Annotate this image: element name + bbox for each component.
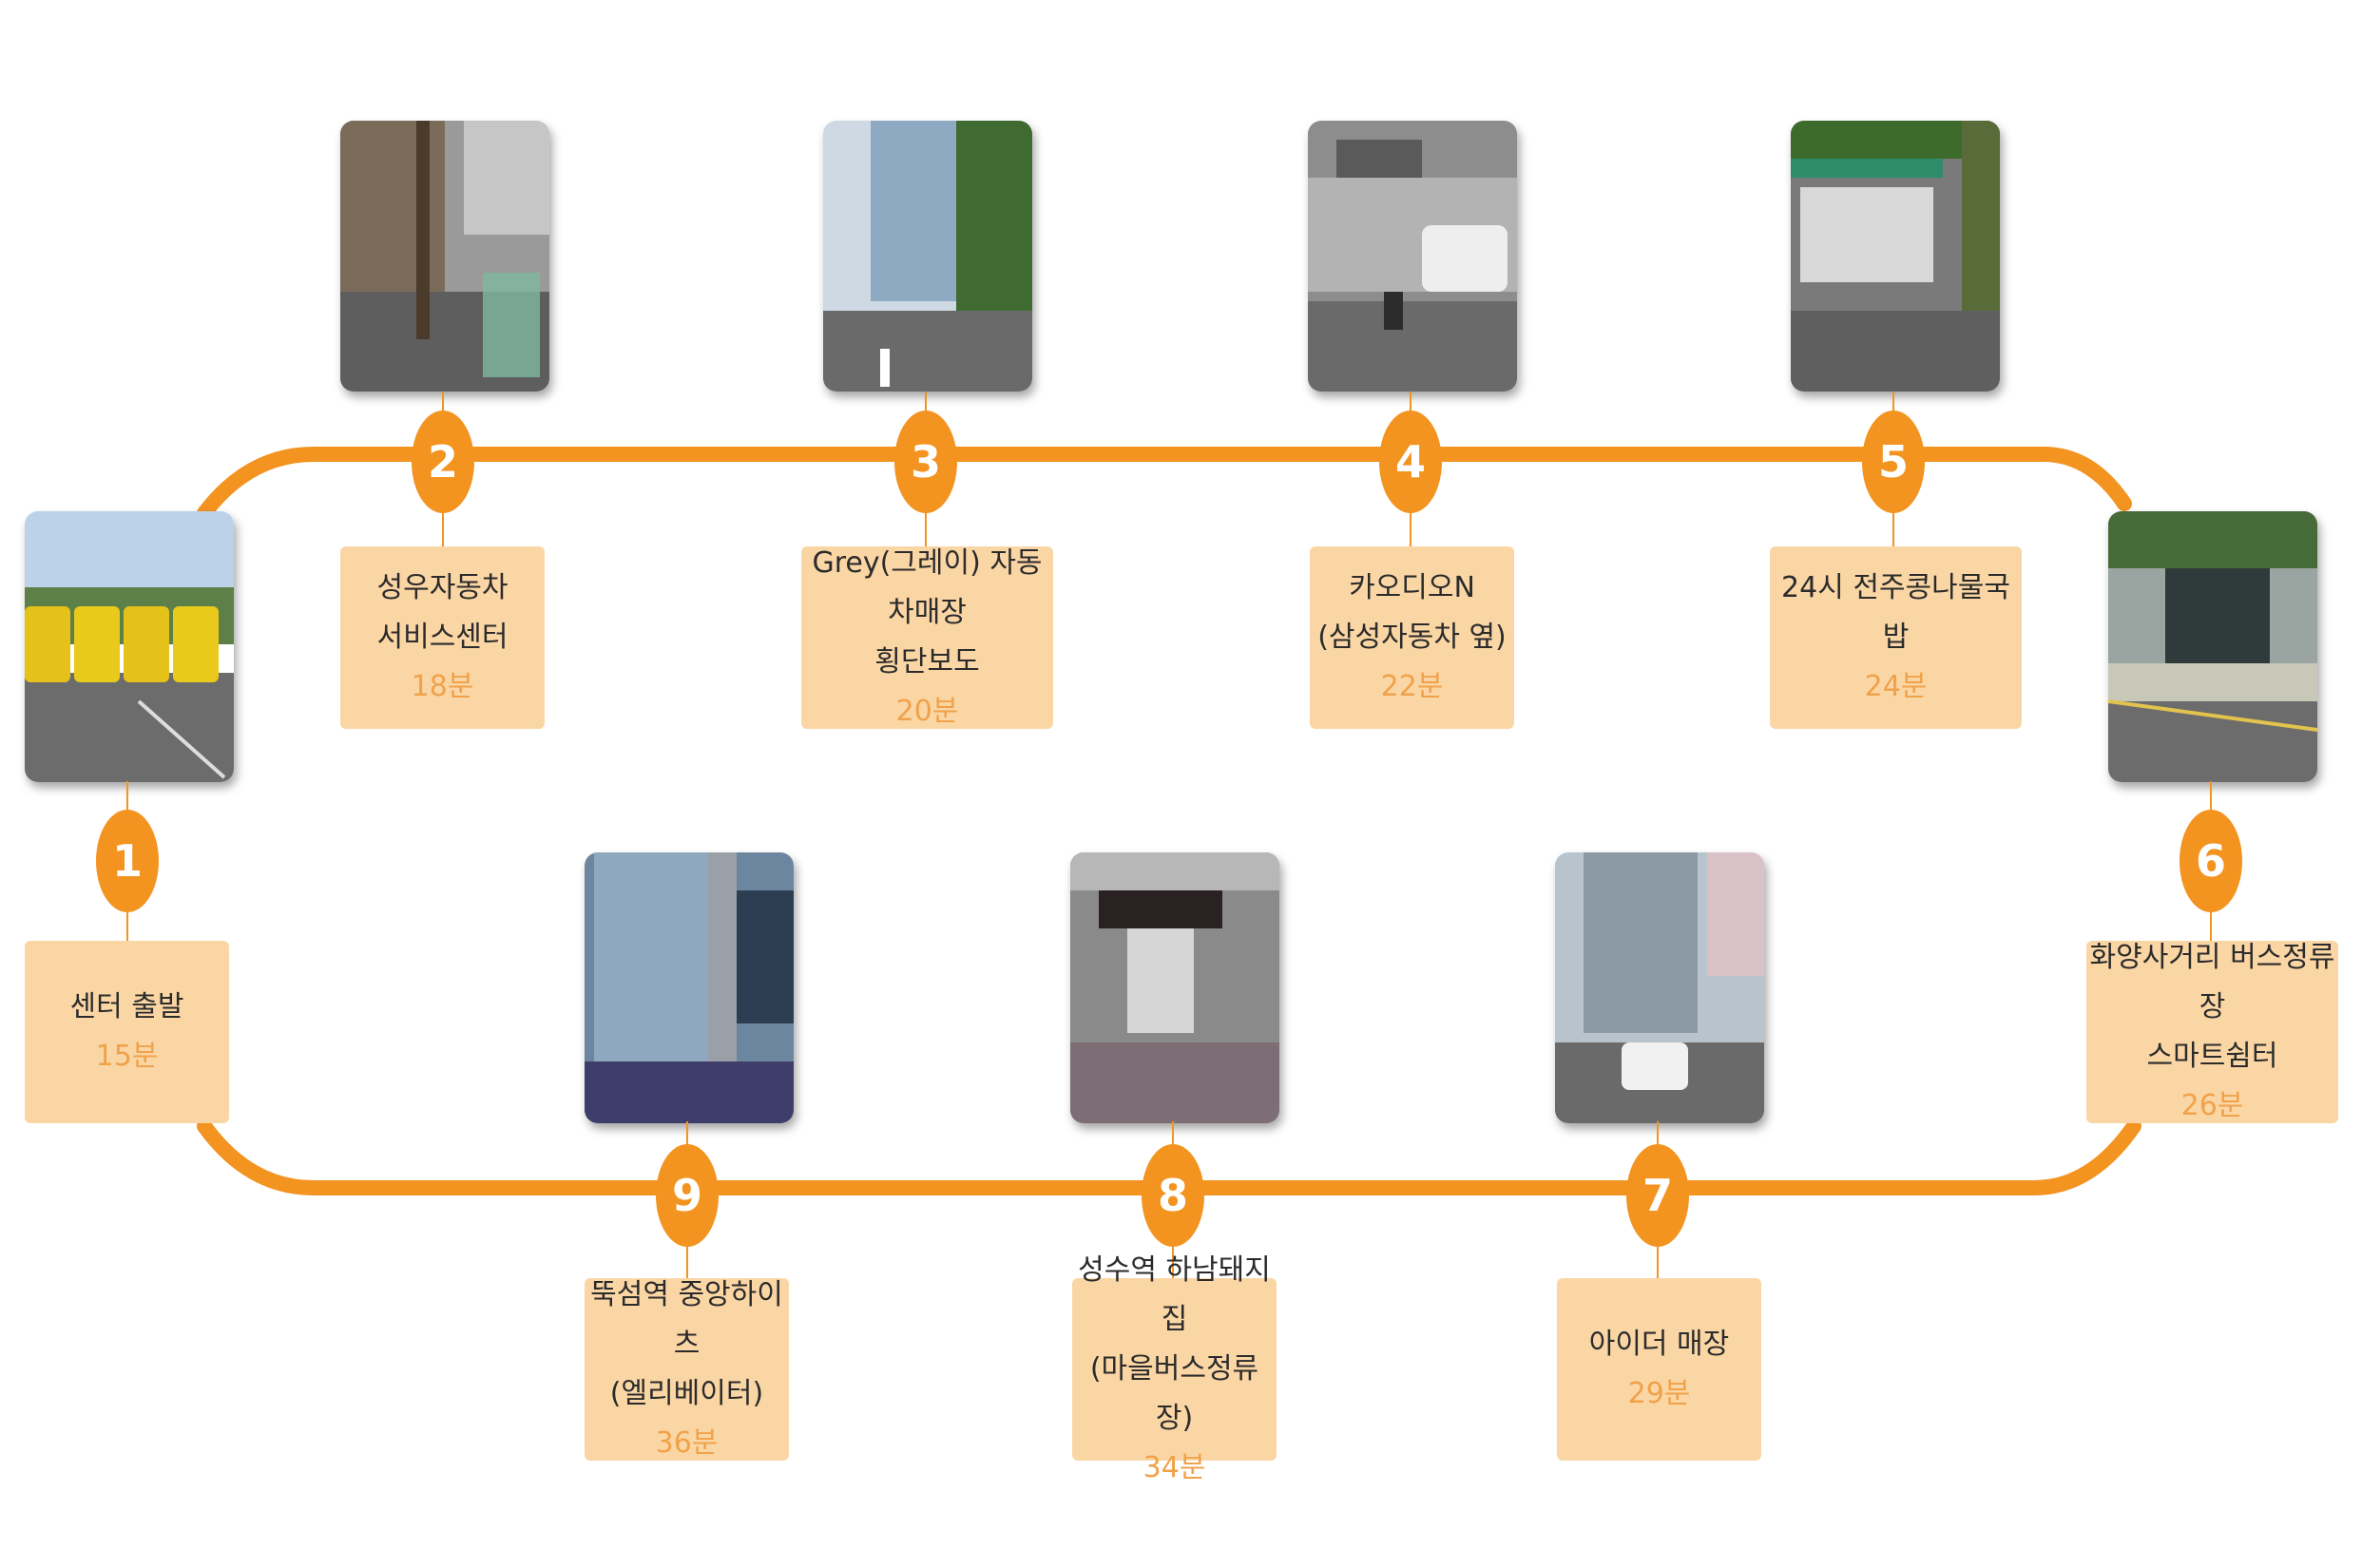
stop-2-name-line-1: 성우자동차: [376, 571, 509, 604]
stop-4-name-line-1: 카오디오N: [1349, 571, 1475, 604]
stop-4-name-line-2: (삼성자동차 옆): [1317, 621, 1507, 654]
stop-6-photo: [2108, 511, 2317, 782]
stop-9-photo: [585, 852, 794, 1123]
stop-8-time: 34분: [1143, 1451, 1206, 1484]
stop-8-label: 성수역 하남돼지집 (마을버스정류장) 34분: [1072, 1253, 1277, 1484]
stop-4-number: 4: [1379, 411, 1442, 513]
stop-9-time: 36분: [655, 1426, 719, 1460]
stop-9-label: 뚝섬역 중앙하이츠 (엘리베이터) 36분: [585, 1278, 789, 1461]
stop-2-time: 18분: [411, 670, 474, 703]
stop-1-name-line-1: 센터 출발: [69, 990, 184, 1023]
stop-6-number: 6: [2180, 810, 2242, 912]
stop-7-label: 아이더 매장 29분: [1557, 1278, 1761, 1461]
stop-8-name-line-2: (마을버스정류장): [1089, 1352, 1259, 1435]
stop-5-photo: [1791, 121, 2000, 392]
stop-4-time: 22분: [1380, 670, 1444, 703]
stop-2-number: 2: [412, 411, 474, 513]
stop-1-label: 센터 출발 15분: [25, 941, 229, 1123]
stop-2-photo: [340, 121, 549, 392]
stop-4-photo: [1308, 121, 1517, 392]
stop-6-name-line-2: 스마트쉼터: [2146, 1040, 2278, 1073]
stop-3-photo: [823, 121, 1032, 392]
stop-4-label: 카오디오N (삼성자동차 옆) 22분: [1310, 546, 1514, 729]
stop-3-number: 3: [894, 411, 957, 513]
stop-1-photo: [25, 511, 234, 782]
stop-6-time: 26분: [2180, 1089, 2244, 1122]
stop-9-name-line-1: 뚝섬역 중앙하이츠: [590, 1278, 783, 1361]
stop-7-number: 7: [1626, 1144, 1689, 1247]
stop-8-number: 8: [1142, 1144, 1204, 1247]
stop-7-photo: [1555, 852, 1764, 1123]
stop-3-time: 20분: [895, 695, 959, 728]
stop-8-name-line-1: 성수역 하남돼지집: [1078, 1253, 1271, 1336]
stop-2-label: 성우자동차 서비스센터 18분: [340, 546, 545, 729]
stop-9-name-line-2: (엘리베이터): [609, 1377, 764, 1410]
stop-2-name-line-2: 서비스센터: [376, 621, 509, 654]
stop-6-name-line-1: 화양사거리 버스정류장: [2089, 941, 2335, 1023]
stop-5-label: 24시 전주콩나물국밥 24분: [1770, 546, 2022, 729]
stop-3-label: Grey(그레이) 자동차매장 횡단보도 20분: [801, 546, 1053, 729]
stop-8-photo: [1070, 852, 1279, 1123]
stop-1-time: 15분: [95, 1040, 159, 1073]
stop-7-time: 29분: [1627, 1377, 1691, 1410]
stop-5-number: 5: [1862, 411, 1925, 513]
stop-6-label: 화양사거리 버스정류장 스마트쉼터 26분: [2086, 941, 2338, 1123]
stop-5-name-line-1: 24시 전주콩나물국밥: [1781, 571, 2010, 654]
stop-9-number: 9: [656, 1144, 719, 1247]
stop-5-time: 24분: [1864, 670, 1928, 703]
stop-3-name-line-1: Grey(그레이) 자동차매장: [812, 546, 1043, 629]
stop-1-number: 1: [96, 810, 159, 912]
stop-3-name-line-2: 횡단보도: [874, 645, 980, 679]
stop-7-name-line-1: 아이더 매장: [1588, 1328, 1730, 1361]
